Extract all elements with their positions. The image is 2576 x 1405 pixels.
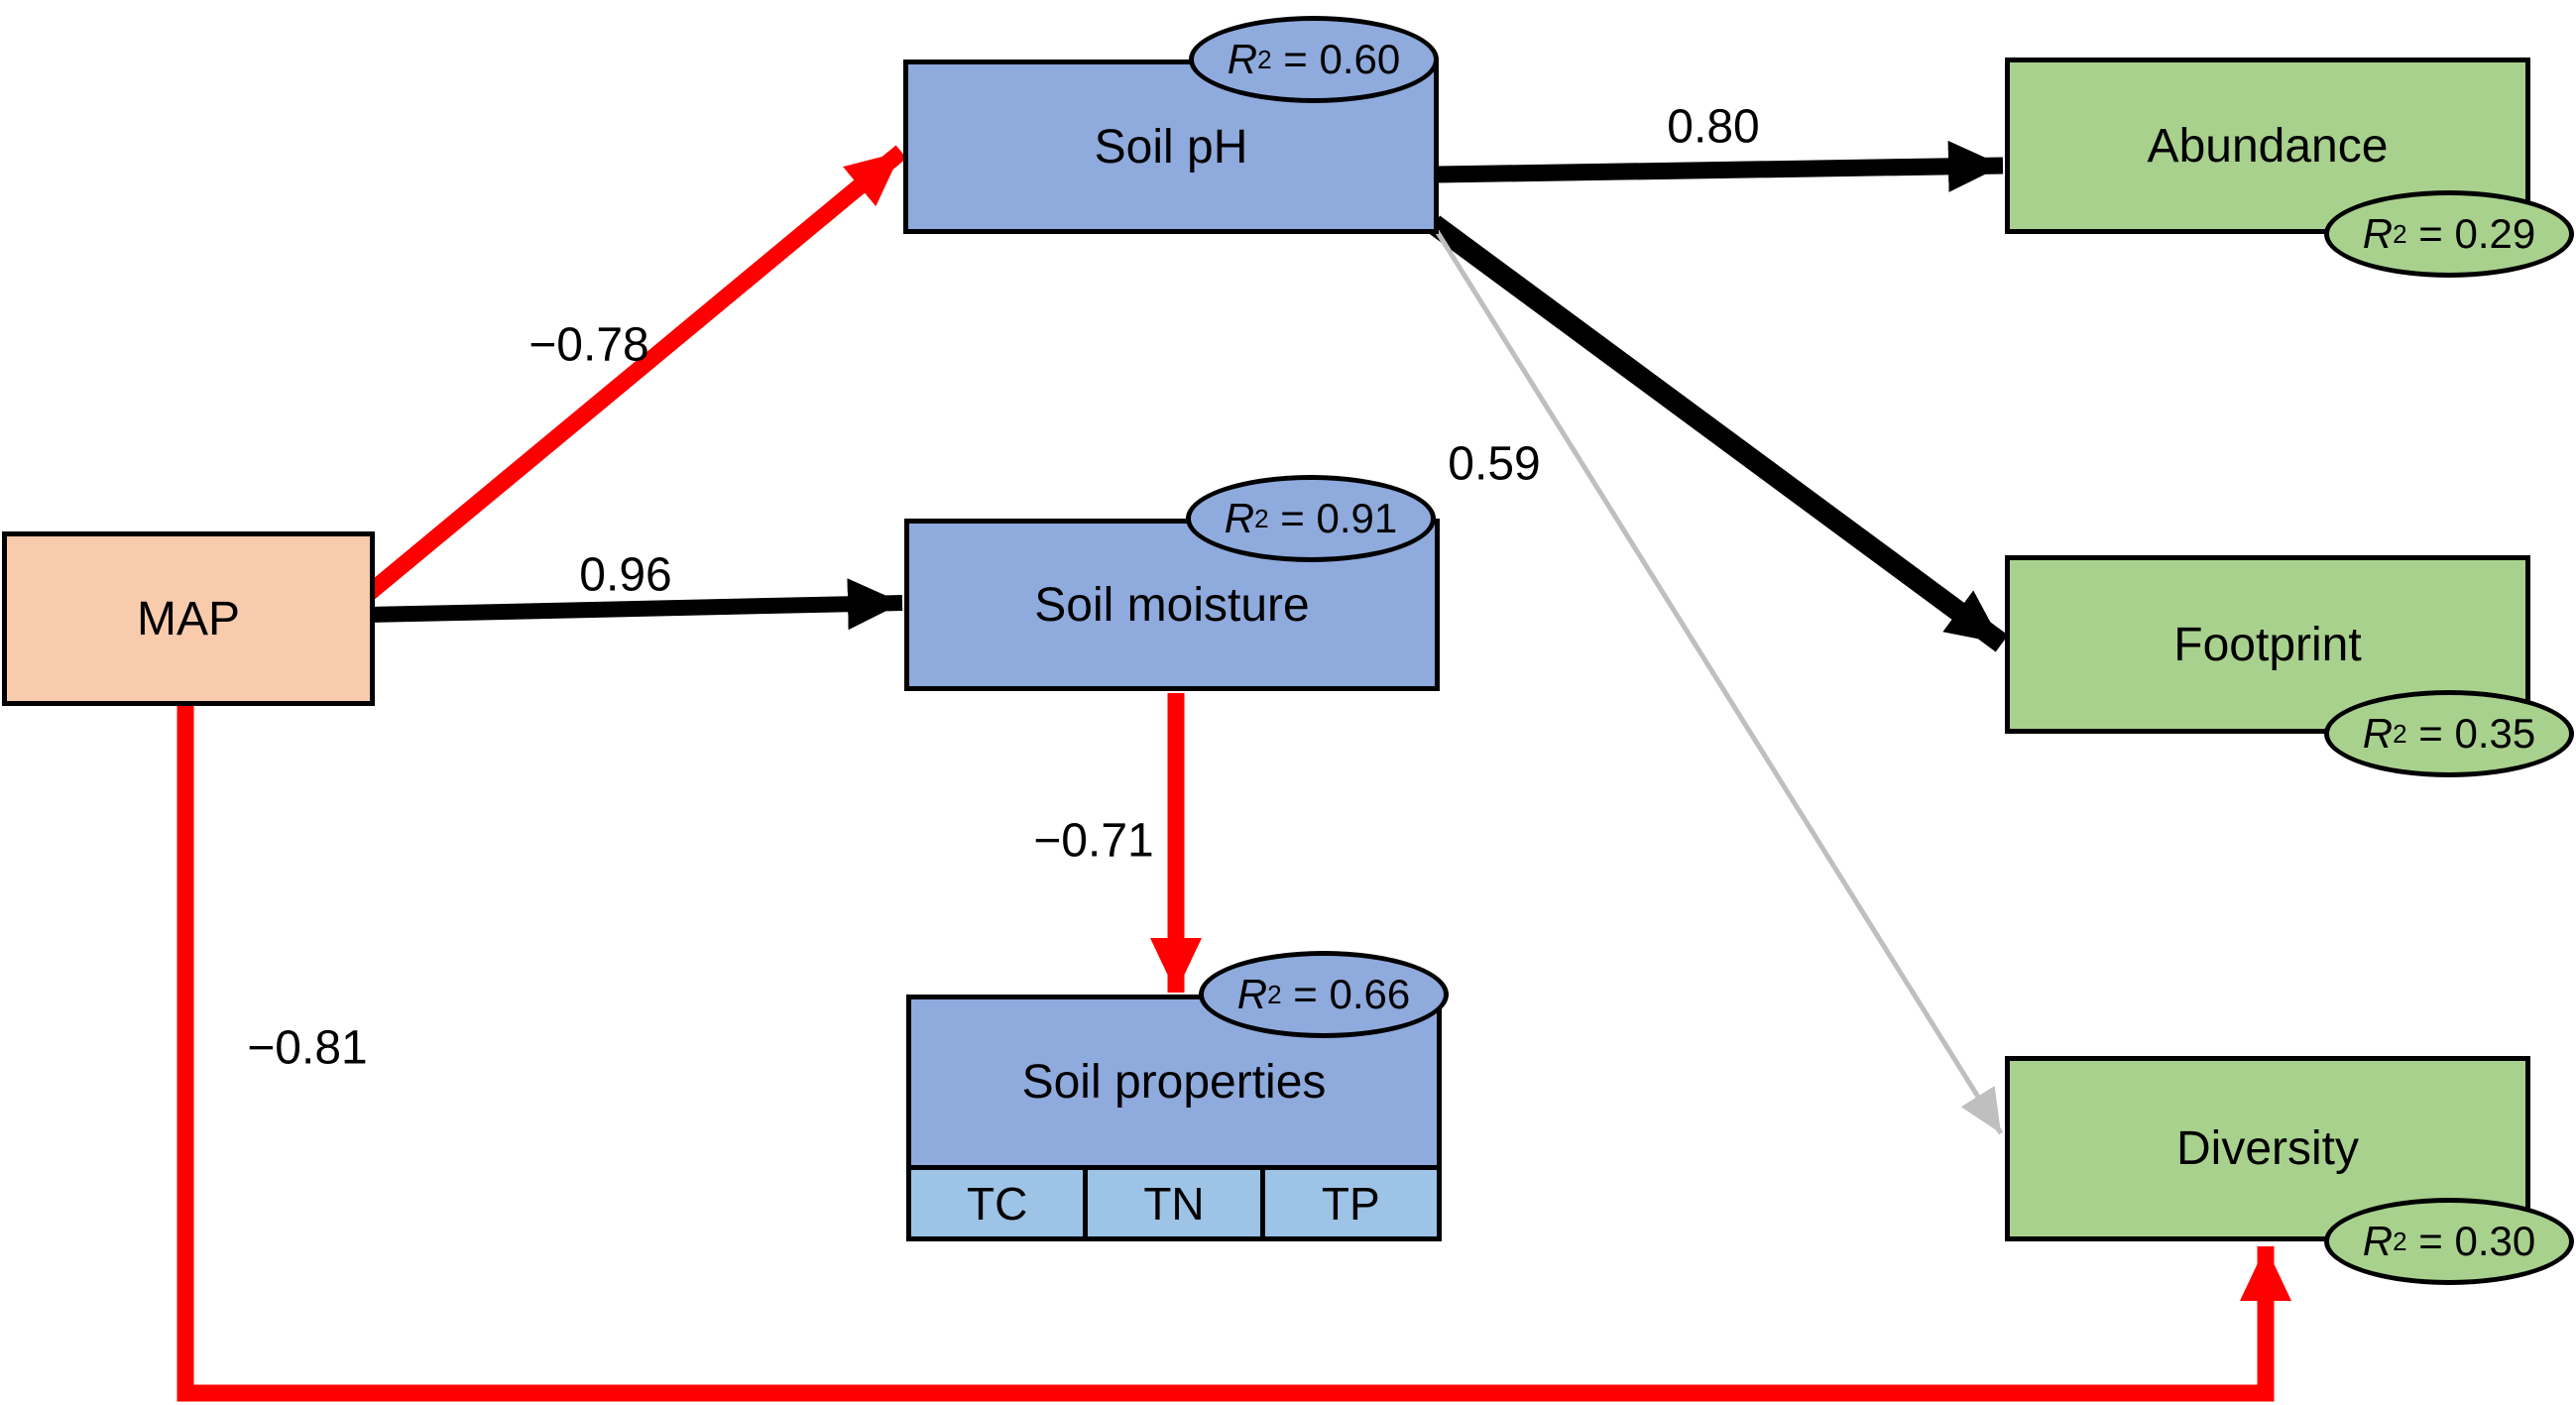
arrow-soil-ph-to-diversity: [1434, 229, 2004, 1135]
indicator-tp: TP: [1259, 1165, 1442, 1241]
indicator-tc: TC: [906, 1165, 1089, 1241]
arrow-map-to-soil-moisture: [368, 578, 903, 631]
r2-symbol: R: [1227, 36, 1258, 82]
node-map: MAP: [2, 531, 375, 706]
coefficient-soil-ph-abundance: 0.80: [1667, 100, 1760, 154]
r2-symbol: R: [1236, 971, 1268, 1017]
arrow-soil-ph-to-footprint: [1427, 215, 2009, 652]
arrow-map-to-diversity: [176, 704, 2291, 1402]
r2-value-soil-ph: 0.60: [1319, 36, 1401, 82]
coefficient-map-soil-moisture: 0.96: [579, 548, 672, 602]
arrow-soil-ph-to-abundance: [1436, 140, 2004, 192]
r2-value-soil-properties: 0.66: [1329, 971, 1411, 1017]
r2-value-abundance: 0.29: [2454, 210, 2536, 257]
r2-equals: =: [1268, 495, 1317, 541]
coefficient-soil-ph-footprint: 0.59: [1448, 437, 1541, 491]
r2-symbol: R: [1224, 495, 1255, 541]
node-soil-moisture-label: Soil moisture: [1034, 578, 1310, 632]
indicator-tn: TN: [1083, 1165, 1265, 1241]
r2-equals: =: [2406, 210, 2455, 257]
coefficient-map-soil-ph: −0.78: [528, 318, 649, 372]
r2-symbol: R: [2362, 1218, 2394, 1264]
r2-symbol: R: [2362, 210, 2394, 257]
r2-equals: =: [2406, 710, 2455, 757]
node-abundance-label: Abundance: [2147, 119, 2389, 173]
r2-equals: =: [1271, 36, 1320, 82]
coefficient-map-diversity: −0.81: [247, 1021, 368, 1075]
node-abundance: Abundance: [2005, 58, 2530, 234]
r2-equals: =: [1281, 971, 1330, 1017]
node-diversity-label: Diversity: [2175, 1122, 2359, 1175]
node-soil-ph-label: Soil pH: [1094, 120, 1248, 174]
r2-value-footprint: 0.35: [2454, 710, 2536, 757]
r2-equals: =: [2406, 1218, 2455, 1264]
r2-value-soil-moisture: 0.91: [1316, 495, 1398, 541]
r2-value-diversity: 0.30: [2454, 1218, 2536, 1264]
soil-properties-indicators: TC TN TP: [906, 1165, 1442, 1241]
node-footprint-label: Footprint: [2173, 618, 2362, 671]
arrow-map-to-soil-ph: [361, 145, 907, 602]
r2-symbol: R: [2362, 710, 2394, 757]
node-soil-properties-label: Soil properties: [1021, 1056, 1327, 1109]
node-map-label: MAP: [136, 592, 240, 645]
coefficient-soil-moisture-soil-properties: −0.71: [1033, 814, 1154, 868]
